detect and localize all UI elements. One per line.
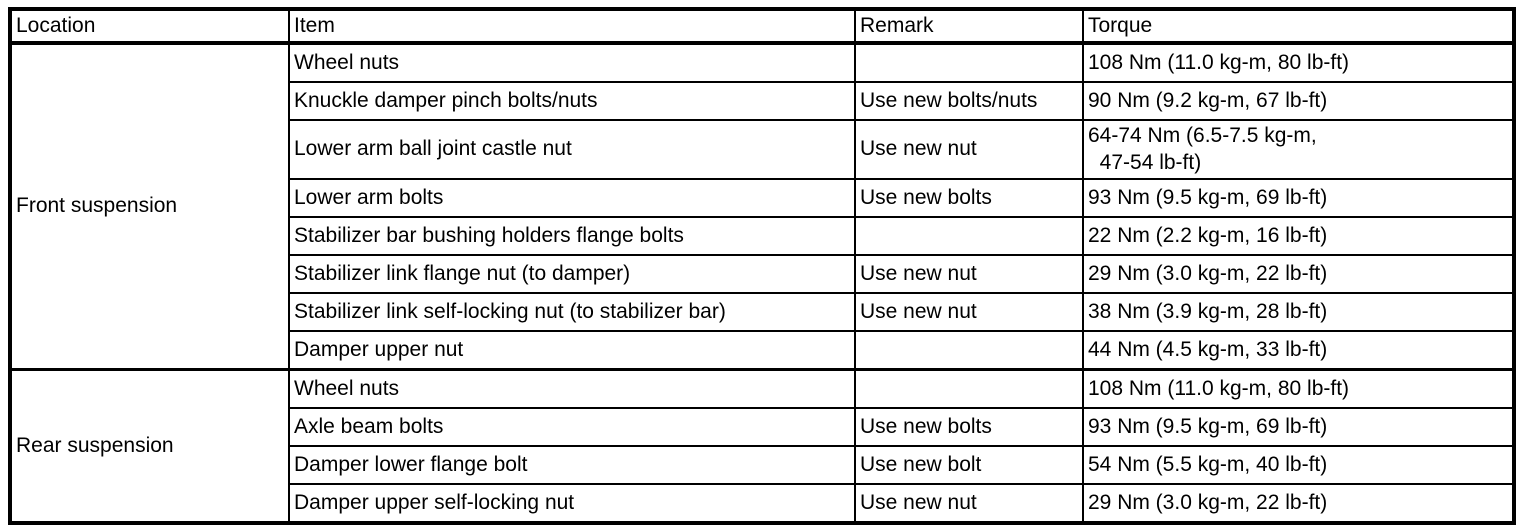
remark-cell: Use new bolts (854, 177, 1084, 218)
col-header-location: Location (9, 7, 290, 46)
remark-cell: Use new nut (854, 291, 1084, 332)
remark-cell: Use new bolts (854, 406, 1084, 447)
item-cell: Stabilizer link self-locking nut (to sta… (288, 291, 856, 332)
item-cell: Damper upper nut (288, 329, 856, 371)
remark-cell: Use new nut (854, 482, 1084, 524)
torque-cell: 44 Nm (4.5 kg-m, 33 lb-ft) (1082, 329, 1515, 371)
torque-cell: 22 Nm (2.2 kg-m, 16 lb-ft) (1082, 215, 1515, 256)
remark-cell: Use new nut (854, 253, 1084, 294)
item-cell: Wheel nuts (288, 41, 856, 84)
remark-cell (854, 215, 1084, 256)
item-cell: Stabilizer bar bushing holders flange bo… (288, 215, 856, 256)
col-header-remark: Remark (854, 7, 1084, 46)
item-cell: Stabilizer link flange nut (to damper) (288, 253, 856, 294)
torque-cell: 29 Nm (3.0 kg-m, 22 lb-ft) (1082, 482, 1515, 524)
remark-cell: Use new nut (854, 119, 1084, 180)
remark-cell: Use new bolts/nuts (854, 81, 1084, 122)
col-header-torque: Torque (1082, 7, 1515, 46)
remark-cell (854, 367, 1084, 409)
table-row: Stabilizer link flange nut (to damper)Us… (10, 253, 1515, 294)
item-cell: Axle beam bolts (288, 406, 856, 447)
remark-cell (854, 329, 1084, 371)
torque-cell: 90 Nm (9.2 kg-m, 67 lb-ft) (1082, 81, 1515, 122)
table-row: Stabilizer link self-locking nut (to sta… (10, 291, 1515, 332)
torque-cell: 29 Nm (3.0 kg-m, 22 lb-ft) (1082, 253, 1515, 294)
remark-cell (854, 41, 1084, 84)
torque-cell: 38 Nm (3.9 kg-m, 28 lb-ft) (1082, 291, 1515, 332)
item-cell: Wheel nuts (288, 367, 856, 409)
torque-spec-table: Location Item Remark Torque Front suspen… (8, 7, 1516, 525)
torque-cell: 93 Nm (9.5 kg-m, 69 lb-ft) (1082, 177, 1515, 218)
torque-cell: 54 Nm (5.5 kg-m, 40 lb-ft) (1082, 444, 1515, 485)
torque-cell: 108 Nm (11.0 kg-m, 80 lb-ft) (1082, 41, 1515, 84)
table-row: Damper upper nut 44 Nm (4.5 kg-m, 33 lb-f… (10, 329, 1515, 371)
item-cell: Knuckle damper pinch bolts/nuts (288, 81, 856, 122)
location-cell: Front suspension (9, 41, 290, 371)
item-cell: Lower arm bolts (288, 177, 856, 218)
item-cell: Damper lower flange bolt (288, 444, 856, 485)
torque-cell: 108 Nm (11.0 kg-m, 80 lb-ft) (1082, 367, 1515, 409)
table-row: Stabilizer bar bushing holders flange bo… (10, 215, 1515, 256)
item-cell: Lower arm ball joint castle nut (288, 119, 856, 180)
remark-cell: Use new bolt (854, 444, 1084, 485)
torque-cell: 93 Nm (9.5 kg-m, 69 lb-ft) (1082, 406, 1515, 447)
header-row: Location Item Remark Torque (9, 7, 1515, 46)
col-header-item: Item (288, 7, 856, 46)
torque-cell: 64-74 Nm (6.5-7.5 kg-m, 47-54 lb-ft) (1082, 119, 1515, 180)
location-cell: Rear suspension (9, 367, 290, 524)
table-header: Location Item Remark Torque (9, 7, 1515, 46)
item-cell: Damper upper self-locking nut (288, 482, 856, 524)
